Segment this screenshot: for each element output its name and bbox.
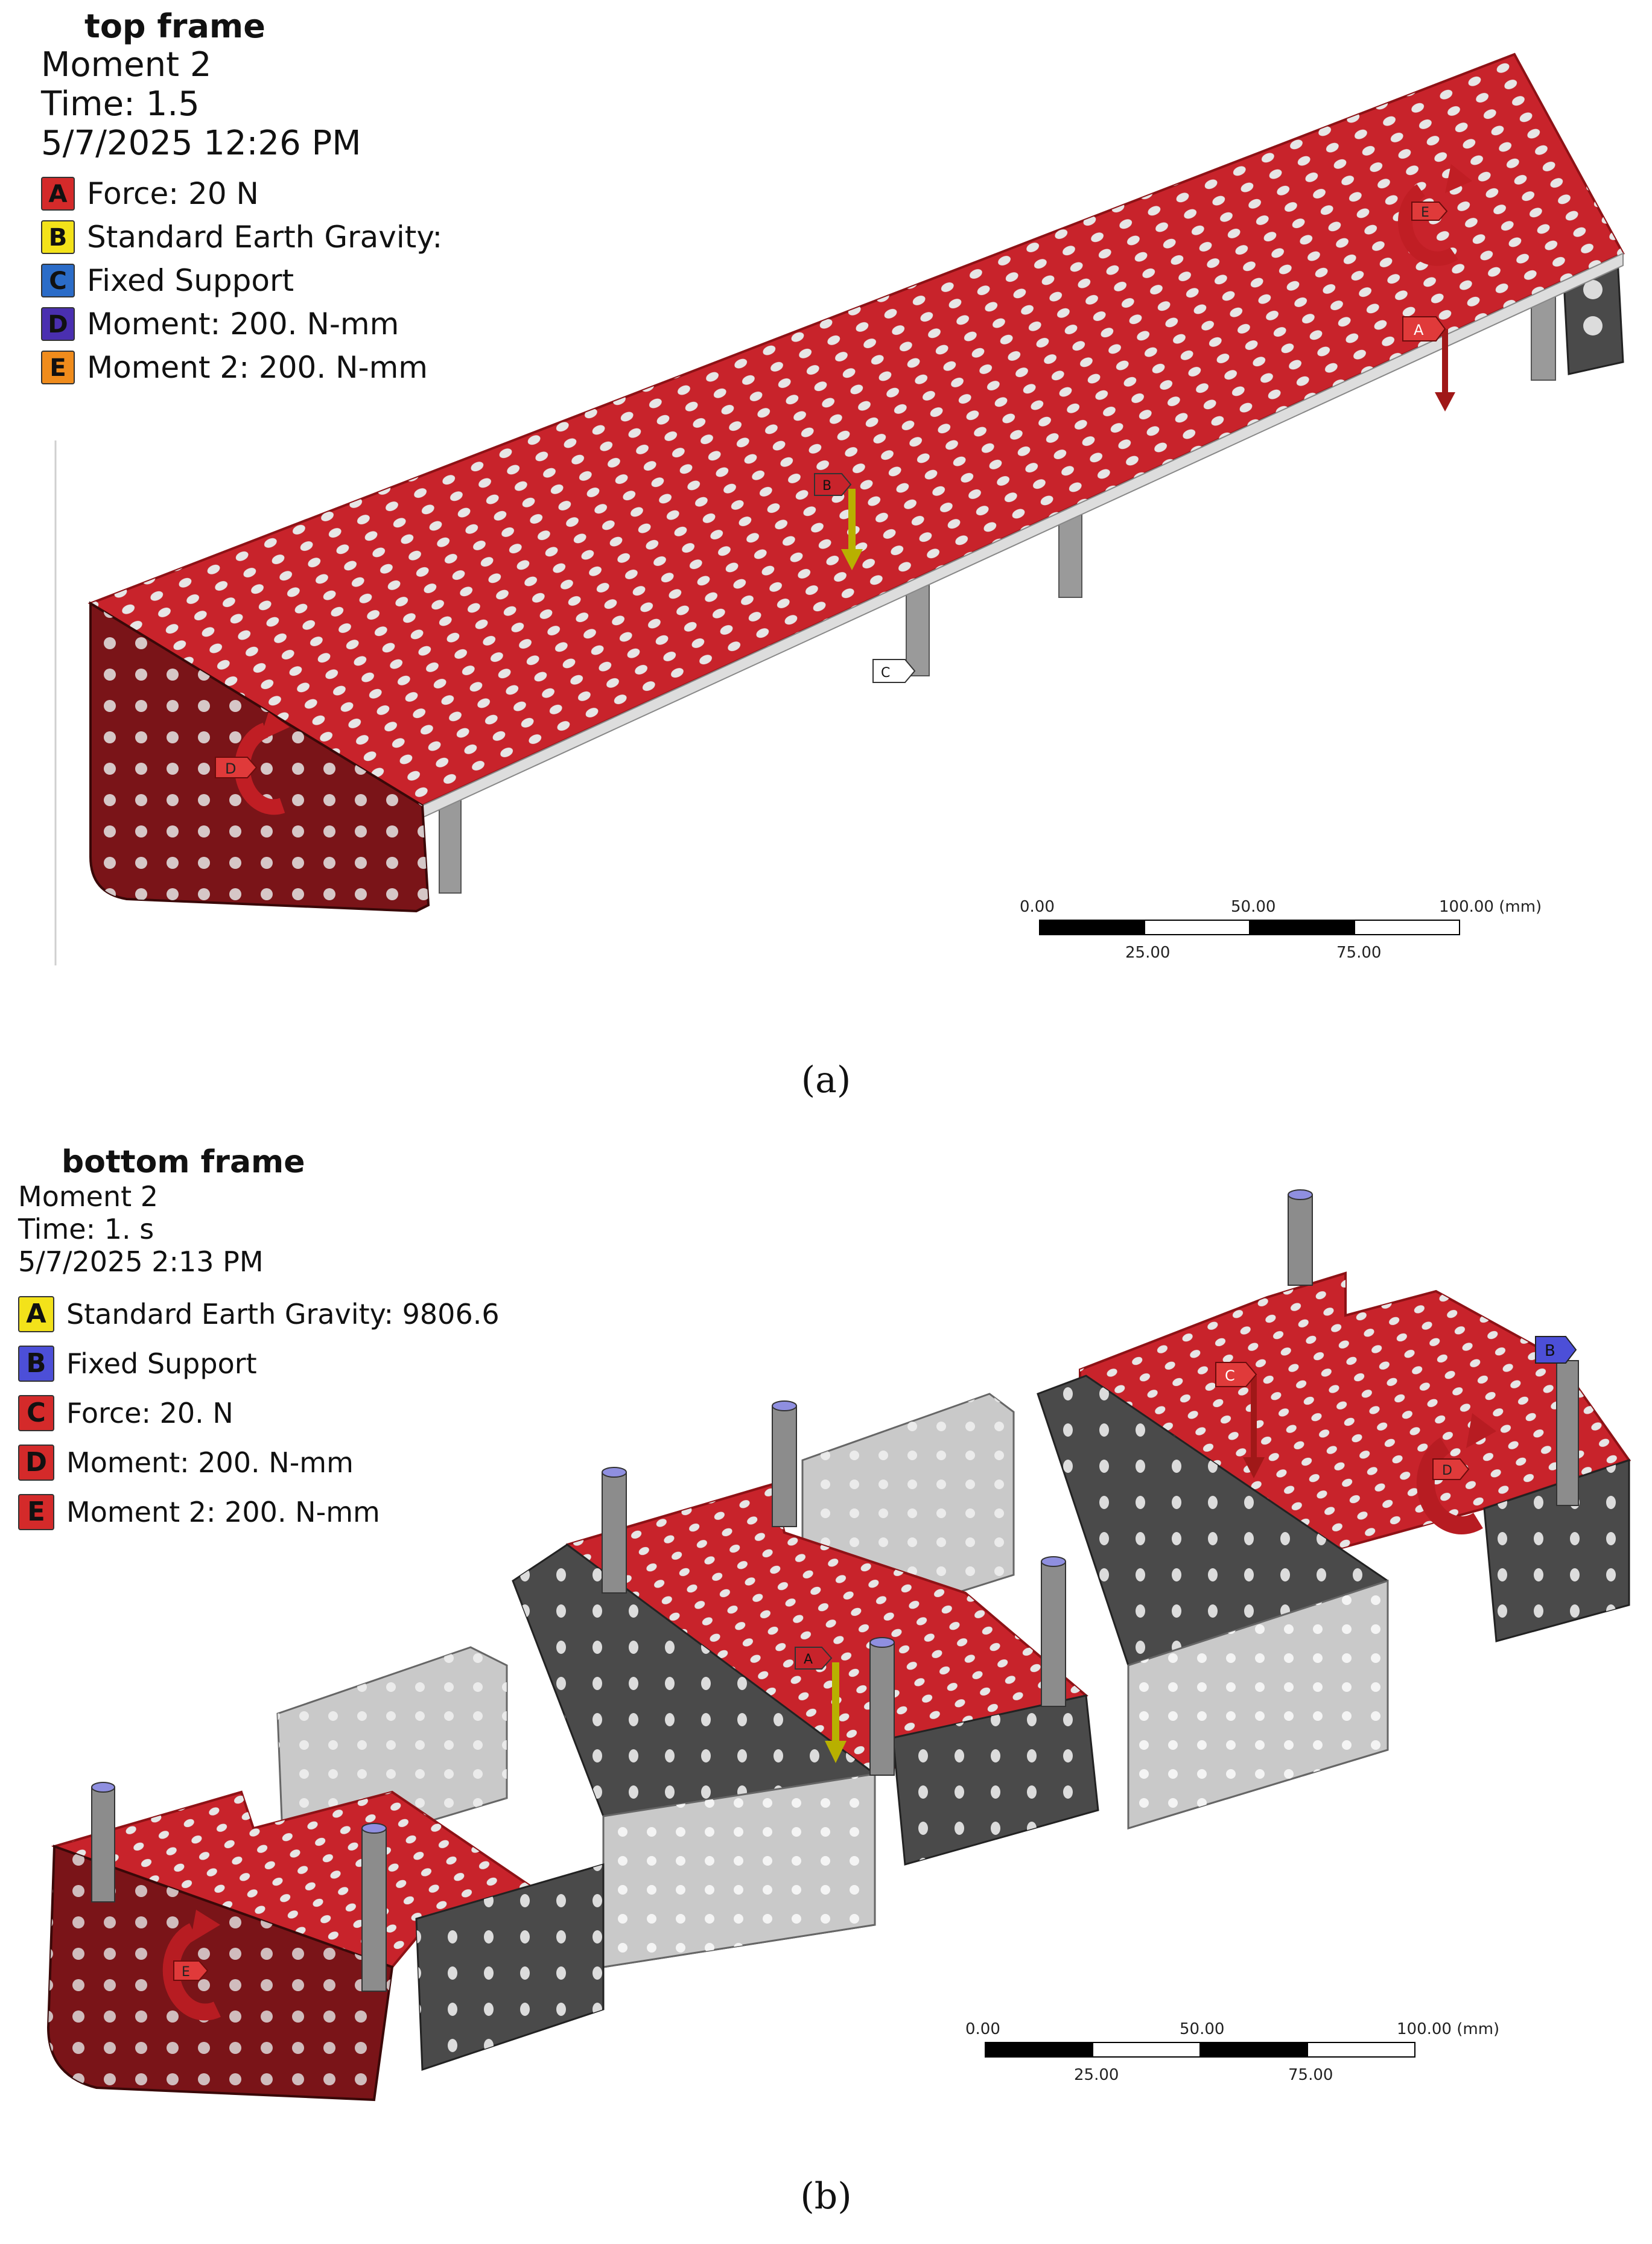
tag-e-label: E	[182, 1965, 190, 1980]
legend-item-c: C Force: 20. N	[18, 1395, 500, 1431]
legend-item-b: B Fixed Support	[18, 1346, 500, 1382]
legend-label-e: Moment 2: 200. N-mm	[87, 350, 428, 385]
scale-bar-a: 0.00 50.00 100.00 (mm) 25.00 75.00	[1020, 898, 1542, 970]
tag-e[interactable]: E	[1411, 202, 1448, 221]
gravity-a-arrow[interactable]	[825, 1662, 847, 1763]
tag-d-label: D	[1442, 1463, 1452, 1478]
legend-title: bottom frame	[62, 1144, 305, 1180]
scale-label-0: 0.00	[965, 2020, 1000, 2038]
legend-label-a: Standard Earth Gravity: 9806.6	[66, 1298, 500, 1330]
tag-b-label: B	[1545, 1342, 1555, 1360]
tag-a[interactable]: A	[1402, 316, 1446, 342]
scale-label-100: 100.00 (mm)	[1397, 2020, 1500, 2038]
moment-d-symbol[interactable]	[1416, 1413, 1496, 1534]
gravity-b-arrow[interactable]	[841, 489, 863, 570]
tag-b-label: B	[822, 478, 831, 494]
legend-item-a: A Standard Earth Gravity: 9806.6	[18, 1296, 500, 1332]
legend-label-c: Force: 20. N	[66, 1397, 234, 1429]
tag-c[interactable]: C	[1215, 1362, 1257, 1387]
bottom-frame-model-view[interactable]: B C D E	[0, 1122, 1652, 2244]
legend-title: top frame	[84, 7, 265, 45]
legend-item-e: E Moment 2: 200. N-mm	[41, 350, 442, 385]
top-plate[interactable]	[87, 52, 1625, 819]
legend-label-b: Fixed Support	[66, 1347, 257, 1380]
legend-item-a: A Force: 20 N	[41, 176, 442, 211]
legend-swatch-e: E	[41, 351, 75, 384]
scale-label-0: 0.00	[1020, 898, 1055, 916]
moment-e-symbol[interactable]	[162, 1910, 221, 2021]
scale-label-75: 75.00	[1336, 944, 1382, 962]
legend-label-a: Force: 20 N	[87, 176, 259, 211]
tag-c-label: C	[881, 666, 890, 681]
legend-swatch-d: D	[41, 307, 75, 341]
legend-swatch-c: C	[41, 264, 75, 297]
scale-label-100: 100.00 (mm)	[1439, 898, 1542, 916]
legend-subtitle: Moment 2	[41, 45, 212, 84]
legend-time: Time: 1. s	[18, 1213, 154, 1245]
scale-label-50: 50.00	[1231, 898, 1276, 916]
legend-top-frame: top frame Moment 2 Time: 1.5 5/7/2025 12…	[41, 7, 442, 393]
legend-label-e: Moment 2: 200. N-mm	[66, 1496, 380, 1528]
right-end-bracket	[1483, 1458, 1630, 1642]
legend-label-b: Standard Earth Gravity:	[87, 220, 443, 255]
tag-d-label: D	[225, 760, 236, 777]
legend-swatch-a: A	[41, 177, 75, 211]
legend-time: Time: 1.5	[41, 84, 200, 124]
moment-e-symbol[interactable]	[1398, 164, 1472, 266]
legend-item-d: D Moment: 200. N-mm	[41, 307, 442, 342]
tag-c-label: C	[1225, 1367, 1235, 1384]
tag-a-label: A	[1414, 322, 1424, 339]
tag-a[interactable]: A	[795, 1647, 833, 1670]
legend-item-d: D Moment: 200. N-mm	[18, 1445, 500, 1481]
legend-items: A Force: 20 N B Standard Earth Gravity: C Fix…	[41, 176, 442, 385]
legend-item-c: C Fixed Support	[41, 263, 442, 298]
left-end-plate[interactable]	[89, 601, 430, 913]
tag-d[interactable]: D	[215, 757, 258, 778]
left-end-plate[interactable]	[46, 1845, 394, 2102]
tag-e[interactable]: E	[173, 1960, 209, 1981]
legend-item-b: B Standard Earth Gravity:	[41, 220, 442, 255]
caption-b: (b)	[800, 2175, 852, 2217]
tag-d[interactable]: D	[1432, 1458, 1470, 1480]
force-a-arrow[interactable]	[1435, 329, 1455, 412]
panel-bottom-frame: B C D E	[0, 1122, 1652, 2244]
legend-swatch-e: E	[18, 1494, 54, 1530]
force-c-arrow[interactable]	[1243, 1376, 1265, 1478]
tag-c[interactable]: C	[872, 659, 916, 683]
legend-swatch-d: D	[18, 1445, 54, 1481]
support-posts	[91, 1189, 1579, 1992]
scale-label-25: 25.00	[1125, 944, 1171, 962]
tag-a-label: A	[804, 1652, 813, 1667]
legend-bottom-frame: bottom frame Moment 2 Time: 1. s 5/7/202…	[18, 1144, 500, 1543]
scale-label-75: 75.00	[1288, 2066, 1333, 2084]
caption-a: (a)	[801, 1059, 851, 1101]
legend-label-d: Moment: 200. N-mm	[87, 307, 399, 342]
legend-label-d: Moment: 200. N-mm	[66, 1446, 354, 1479]
middle-channel	[512, 1543, 1099, 1968]
scale-label-25: 25.00	[1074, 2066, 1119, 2084]
legend-item-e: E Moment 2: 200. N-mm	[18, 1494, 500, 1530]
legend-swatch-b: B	[41, 220, 75, 254]
legend-subtitle: Moment 2	[18, 1180, 159, 1213]
legend-swatch-c: C	[18, 1395, 54, 1431]
legend-swatch-a: A	[18, 1296, 54, 1332]
scale-bar-b: 0.00 50.00 100.00 (mm) 25.00 75.00	[965, 2020, 1500, 2093]
legend-date: 5/7/2025 2:13 PM	[18, 1245, 264, 1278]
legend-date: 5/7/2025 12:26 PM	[41, 124, 361, 163]
legend-swatch-b: B	[18, 1346, 54, 1382]
scale-label-50: 50.00	[1180, 2020, 1225, 2038]
left-plate[interactable]	[51, 1790, 605, 2071]
panel-top-frame: D E A B C	[0, 0, 1652, 1122]
tag-b[interactable]: B	[814, 473, 852, 496]
tag-e-label: E	[1421, 205, 1429, 220]
top-frame-model-view[interactable]: D E A B C	[0, 0, 1652, 1122]
tag-b[interactable]: B	[1535, 1336, 1577, 1364]
legend-label-c: Fixed Support	[87, 263, 294, 298]
